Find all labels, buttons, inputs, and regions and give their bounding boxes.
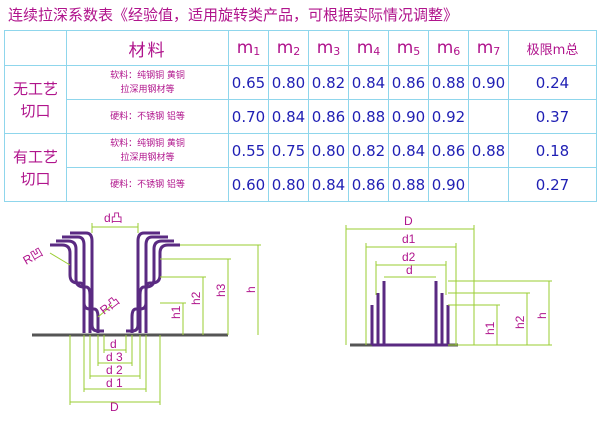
table-row: 无工艺切口 软料：纯钢铜 黄铜拉深用钢材等 0.65 0.80 0.82 0.8… bbox=[4, 65, 597, 134]
value-cell: 0.88 bbox=[388, 167, 429, 202]
label-h2: h2 bbox=[189, 291, 203, 305]
value-cell: 0.84 bbox=[268, 99, 309, 134]
header-material: 材料 bbox=[66, 30, 229, 66]
label-d: d bbox=[406, 263, 413, 277]
material-cell: 软料：纯钢铜 黄铜拉深用钢材等 bbox=[66, 133, 229, 168]
value-cell: 0.86 bbox=[348, 167, 389, 202]
right-dimension-lines bbox=[345, 225, 552, 346]
header-limit: 极限m总 bbox=[508, 30, 597, 66]
value-cell: 0.55 bbox=[228, 133, 269, 168]
draw-coefficient-table: 材料 m1 m2 m3 m4 m5 m6 m7 极限m总 无工艺切口 软料：纯钢… bbox=[4, 30, 597, 202]
value-cell: 0.84 bbox=[348, 65, 389, 100]
label-d2: d 2 bbox=[106, 363, 123, 377]
value-cell: 0.82 bbox=[308, 65, 349, 100]
header-m1: m1 bbox=[228, 30, 269, 66]
cut-wall-profiles bbox=[370, 281, 450, 347]
limit-cell: 0.18 bbox=[508, 133, 597, 168]
value-cell: 0.90 bbox=[428, 167, 469, 202]
label-d-punch: d凸 bbox=[104, 211, 123, 225]
limit-cell: 0.37 bbox=[508, 99, 597, 134]
label-h3: h3 bbox=[214, 283, 228, 297]
value-cell bbox=[468, 167, 509, 202]
header-m5: m5 bbox=[388, 30, 429, 66]
value-cell: 0.88 bbox=[468, 133, 509, 168]
value-cell: 0.86 bbox=[308, 99, 349, 134]
label-h1: h1 bbox=[169, 305, 183, 319]
table-row: 硬料：不锈钢 铝等 0.60 0.80 0.84 0.86 0.88 0.90 … bbox=[5, 167, 597, 202]
header-m2: m2 bbox=[268, 30, 309, 66]
label-d3: d 3 bbox=[106, 350, 123, 364]
table-row: 有工艺切口 软料：纯钢铜 黄铜拉深用钢材等 0.55 0.75 0.80 0.8… bbox=[4, 133, 597, 202]
header-m6: m6 bbox=[428, 30, 469, 66]
group-with-cut: 有工艺切口 bbox=[4, 133, 67, 202]
label-d1: d 1 bbox=[106, 376, 123, 390]
header-m3: m3 bbox=[308, 30, 349, 66]
material-cell: 硬料：不锈钢 铝等 bbox=[66, 99, 229, 134]
page-title: 连续拉深系数表《经验值，适用旋转类产品，可根据实际情况调整》 bbox=[8, 6, 459, 24]
value-cell: 0.90 bbox=[468, 65, 509, 100]
label-d: d bbox=[110, 337, 117, 351]
value-cell: 0.84 bbox=[308, 167, 349, 202]
left-drawing-diagram: d凸 R凹 R凸 h1 h2 h3 h d d 3 d 2 d 1 D bbox=[21, 211, 261, 414]
label-h1: h1 bbox=[483, 321, 497, 335]
label-r-punch: R凸 bbox=[97, 294, 122, 318]
right-drawing-diagram: D d1 d2 d h1 h2 h bbox=[345, 214, 552, 347]
material-cell: 硬料：不锈钢 铝等 bbox=[66, 167, 229, 202]
header-blank-cell bbox=[4, 30, 67, 66]
header-m7: m7 bbox=[468, 30, 509, 66]
label-h2: h2 bbox=[513, 315, 527, 329]
value-cell: 0.70 bbox=[228, 99, 269, 134]
value-cell: 0.86 bbox=[388, 65, 429, 100]
group-no-cut: 无工艺切口 bbox=[4, 65, 67, 134]
label-r-die: R凹 bbox=[21, 245, 46, 267]
drawing-diagrams: d凸 R凹 R凸 h1 h2 h3 h d d 3 d 2 d 1 D bbox=[21, 211, 552, 414]
value-cell: 0.90 bbox=[388, 99, 429, 134]
material-cell: 软料：纯钢铜 黄铜拉深用钢材等 bbox=[66, 65, 229, 100]
table-row: 硬料：不锈钢 铝等 0.70 0.84 0.86 0.88 0.90 0.92 … bbox=[5, 99, 597, 134]
value-cell: 0.80 bbox=[268, 167, 309, 202]
label-d1: d1 bbox=[402, 232, 416, 246]
label-D: D bbox=[404, 214, 413, 228]
label-h: h bbox=[535, 312, 549, 319]
value-cell: 0.80 bbox=[308, 133, 349, 168]
value-cell: 0.86 bbox=[428, 133, 469, 168]
limit-cell: 0.24 bbox=[508, 65, 597, 100]
value-cell: 0.75 bbox=[268, 133, 309, 168]
value-cell: 0.88 bbox=[428, 65, 469, 100]
header-m4: m4 bbox=[348, 30, 389, 66]
value-cell: 0.82 bbox=[348, 133, 389, 168]
label-h: h bbox=[244, 286, 258, 293]
left-dimension-lines bbox=[49, 223, 261, 405]
left-wall-profiles bbox=[50, 231, 104, 333]
limit-cell: 0.27 bbox=[508, 167, 597, 202]
value-cell: 0.92 bbox=[428, 99, 469, 134]
value-cell bbox=[468, 99, 509, 134]
value-cell: 0.88 bbox=[348, 99, 389, 134]
label-D: D bbox=[110, 400, 119, 414]
value-cell: 0.60 bbox=[228, 167, 269, 202]
value-cell: 0.80 bbox=[268, 65, 309, 100]
table-header-row: 材料 m1 m2 m3 m4 m5 m6 m7 极限m总 bbox=[4, 30, 597, 66]
value-cell: 0.84 bbox=[388, 133, 429, 168]
label-d2: d2 bbox=[402, 250, 416, 264]
value-cell: 0.65 bbox=[228, 65, 269, 100]
right-wall-profiles bbox=[126, 231, 180, 333]
